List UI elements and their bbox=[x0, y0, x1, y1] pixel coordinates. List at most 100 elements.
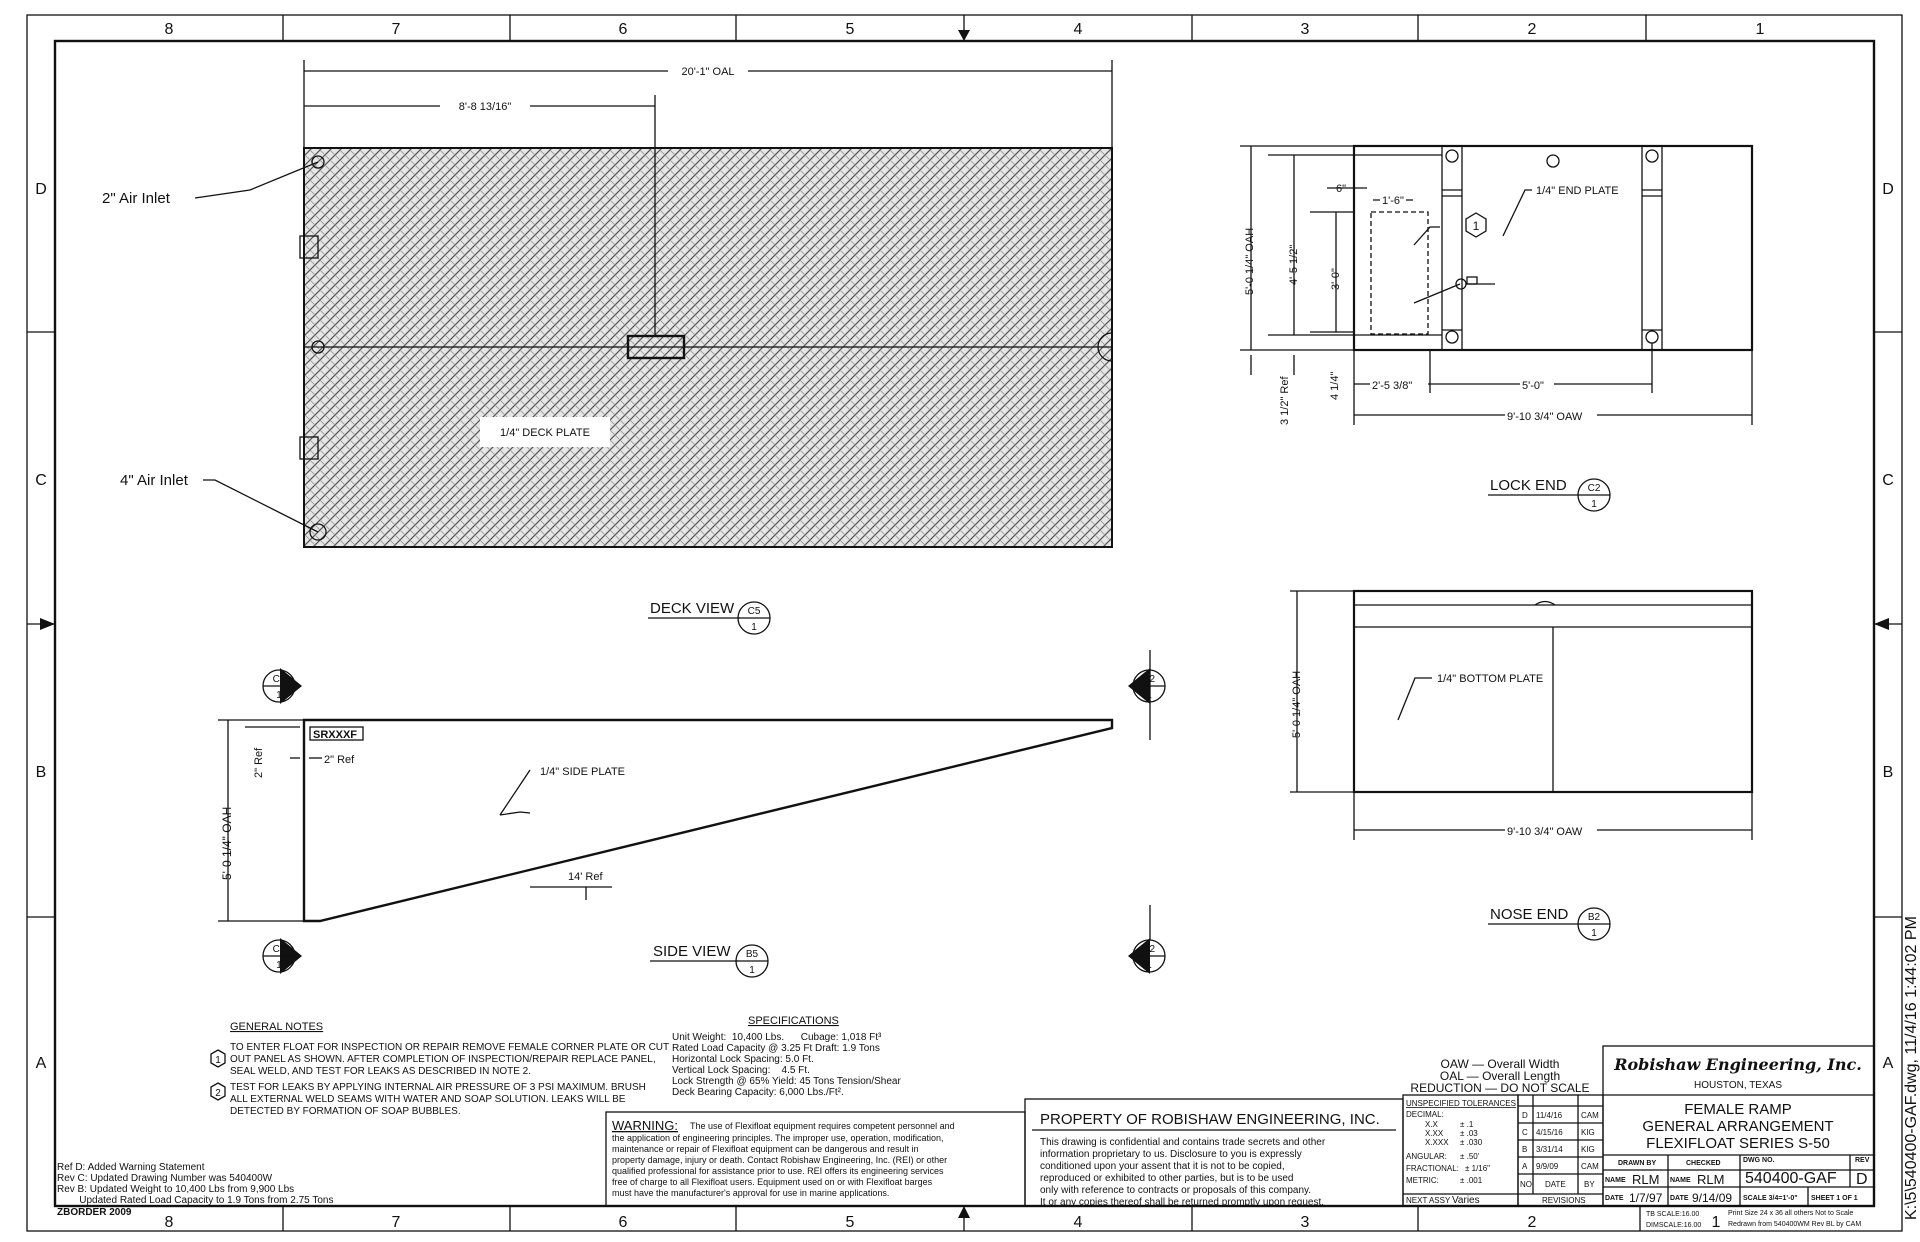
spec-line: Unit Weight: 10,400 Lbs. Cubage: 1,018 F… bbox=[672, 1032, 882, 1043]
legend-line: OAW — Overall Width bbox=[1441, 1057, 1560, 1071]
label-text: NAME bbox=[1605, 1177, 1626, 1184]
column-label: 7 bbox=[392, 1214, 401, 1231]
warning-line: free of charge to all Flexifloat users. … bbox=[612, 1177, 933, 1187]
property-line: It or any copies thereof shall be return… bbox=[1040, 1197, 1324, 1208]
revision-by: KIG bbox=[1581, 1128, 1595, 1137]
label-text: Print Size 24 x 36 all others Not to Sca… bbox=[1728, 1210, 1853, 1217]
note-line: SEAL WELD, AND TEST FOR LEAKS AS DESCRIB… bbox=[230, 1066, 531, 1077]
revision-no: C bbox=[1522, 1128, 1528, 1137]
zborder-label: ZBORDER 2009 bbox=[57, 1207, 132, 1218]
side-ref-2-vertical: 2" Ref bbox=[253, 747, 265, 778]
property-line: information proprietary to us. Disclosur… bbox=[1040, 1149, 1302, 1160]
revision-date: 3/31/14 bbox=[1536, 1145, 1563, 1154]
end-plate-label: 1/4" END PLATE bbox=[1536, 185, 1619, 197]
property-line: conditioned upon your assent that it is … bbox=[1040, 1161, 1285, 1172]
label-text: REV bbox=[1855, 1157, 1870, 1164]
label-text: ± .50' bbox=[1460, 1152, 1480, 1161]
column-label: 4 bbox=[1074, 21, 1083, 38]
label-text: NEXT ASSY bbox=[1406, 1196, 1451, 1205]
serial-tag: SRXXXF bbox=[313, 729, 357, 741]
specifications: SPECIFICATIONS Unit Weight: 10,400 Lbs. … bbox=[672, 1015, 901, 1098]
row-label: C bbox=[35, 472, 47, 489]
section-marker-c7-top[interactable]: C71 bbox=[262, 668, 302, 704]
label-text: C7 bbox=[273, 944, 286, 955]
section-marker-c7-bottom[interactable]: C71 bbox=[262, 938, 302, 974]
specifications-title: SPECIFICATIONS bbox=[748, 1015, 839, 1027]
row-label: A bbox=[36, 1055, 47, 1072]
company-location: HOUSTON, TEXAS bbox=[1694, 1080, 1782, 1091]
note-number: 1 bbox=[215, 1055, 221, 1066]
revision-no: B bbox=[1522, 1145, 1527, 1154]
nose-end-ref: B2 bbox=[1588, 912, 1601, 923]
label-text: TB SCALE:16.00 bbox=[1646, 1211, 1699, 1218]
lock-dim-5-0: 5'-0" bbox=[1522, 380, 1544, 392]
lock-end-ref: C2 bbox=[1588, 483, 1601, 494]
property-line: This drawing is confidential and contain… bbox=[1040, 1137, 1326, 1148]
label-text: 1 bbox=[1146, 960, 1152, 971]
column-label: 8 bbox=[165, 1214, 174, 1231]
row-label: A bbox=[1883, 1055, 1894, 1072]
sheet-value: SHEET 1 OF 1 bbox=[1811, 1195, 1858, 1202]
deck-plate-label: 1/4" DECK PLATE bbox=[500, 427, 590, 439]
deck-view-sheet: 1 bbox=[751, 622, 757, 633]
section-marker-b2-bottom[interactable]: B21 bbox=[1128, 905, 1166, 974]
file-stamp: K:\5\540400-GAF.dwg, 11/4/16 1:44:02 PM bbox=[1903, 916, 1920, 1220]
label-text: DATE bbox=[1670, 1195, 1689, 1202]
label-text: METRIC: bbox=[1406, 1176, 1439, 1185]
revision-note: Updated Rated Load Capacity to 1.9 Tons … bbox=[57, 1195, 333, 1206]
lock-end-title: LOCK END bbox=[1490, 477, 1567, 494]
lock-dim-1-6: 1'-6" bbox=[1382, 195, 1404, 207]
label-text: ± .001 bbox=[1460, 1176, 1483, 1185]
lock-dim-2-5: 2'-5 3/8" bbox=[1372, 380, 1412, 392]
scale-value: SCALE 3/4=1'-0" bbox=[1743, 1195, 1798, 1202]
offset-dimension: 8'-8 13/16" bbox=[459, 101, 512, 113]
column-label: 4 bbox=[1074, 1214, 1083, 1231]
label-text: DATE bbox=[1605, 1195, 1624, 1202]
title-block: Robishaw Engineering, Inc. HOUSTON, TEXA… bbox=[1602, 1045, 1875, 1207]
side-height-dimension: 5'-0 1/4" OAH bbox=[220, 807, 234, 880]
label-text: CHECKED bbox=[1686, 1160, 1721, 1167]
checked-date-value: 9/14/09 bbox=[1692, 1191, 1732, 1205]
label-text: DWG NO. bbox=[1743, 1157, 1775, 1164]
checked-by-value: RLM bbox=[1697, 1172, 1724, 1187]
section-marker-b2-top[interactable]: B21 bbox=[1128, 650, 1166, 740]
label-text: DATE bbox=[1545, 1180, 1566, 1189]
revision-no: D bbox=[1522, 1111, 1528, 1120]
lock-dim-6: 6" bbox=[1336, 183, 1346, 195]
lock-dim-4-5: 4'-5 1/2" bbox=[1288, 245, 1300, 285]
revision-notes: Ref D: Added Warning Statement Rev C: Up… bbox=[57, 1162, 333, 1206]
property-line: reproduced or exhibited to other parties… bbox=[1040, 1173, 1294, 1184]
deck-view-title: DECK VIEW bbox=[650, 600, 735, 617]
label-text: ± .03 bbox=[1460, 1129, 1478, 1138]
label-text: 1 bbox=[276, 690, 282, 701]
drawn-date-value: 1/7/97 bbox=[1629, 1191, 1663, 1205]
row-label: D bbox=[1882, 181, 1894, 198]
drawing-title-line: FLEXIFLOAT SERIES S-50 bbox=[1646, 1135, 1830, 1152]
note-line: DETECTED BY FORMATION OF SOAP BUBBLES. bbox=[230, 1106, 461, 1117]
side-plate-label: 1/4" SIDE PLATE bbox=[540, 766, 625, 778]
next-assy-value: Varies bbox=[1452, 1195, 1480, 1206]
revision-date: 9/9/09 bbox=[1536, 1162, 1559, 1171]
side-view-title: SIDE VIEW bbox=[653, 943, 731, 960]
tolerances-block: UNSPECIFIED TOLERANCES DECIMAL: X.X± .1 … bbox=[1402, 1094, 1519, 1207]
general-notes: GENERAL NOTES 1 TO ENTER FLOAT FOR INSPE… bbox=[210, 1021, 669, 1117]
revision-by: CAM bbox=[1581, 1111, 1599, 1120]
bottom-plate-label: 1/4" BOTTOM PLATE bbox=[1437, 673, 1543, 685]
air-inlet-4-label: 4" Air Inlet bbox=[120, 472, 189, 489]
note-number: 2 bbox=[215, 1088, 221, 1099]
general-notes-title: GENERAL NOTES bbox=[230, 1021, 323, 1033]
nose-end-sheet: 1 bbox=[1591, 928, 1597, 939]
note-line: OUT PANEL AS SHOWN. AFTER COMPLETION OF … bbox=[230, 1054, 656, 1065]
revisions-label: REVISIONS bbox=[1542, 1196, 1586, 1205]
warning-line: The use of Flexifloat equipment requires… bbox=[690, 1121, 955, 1131]
lock-end-sheet: 1 bbox=[1591, 499, 1597, 510]
label-text: B2 bbox=[1143, 944, 1156, 955]
column-label: 2 bbox=[1528, 21, 1537, 38]
note-line: ALL EXTERNAL WELD SEAMS WITH WATER AND S… bbox=[230, 1094, 626, 1105]
label-text: DIMSCALE:16.00 bbox=[1646, 1222, 1701, 1229]
spec-line: Lock Strength @ 65% Yield: 45 Tons Tensi… bbox=[672, 1076, 901, 1087]
side-view-sheet: 1 bbox=[749, 965, 755, 976]
column-label: 5 bbox=[846, 21, 855, 38]
nose-end-view: 5'-0 1/4" OAH 1/4" BOTTOM PLATE 9'-10 3/… bbox=[1290, 589, 1754, 941]
